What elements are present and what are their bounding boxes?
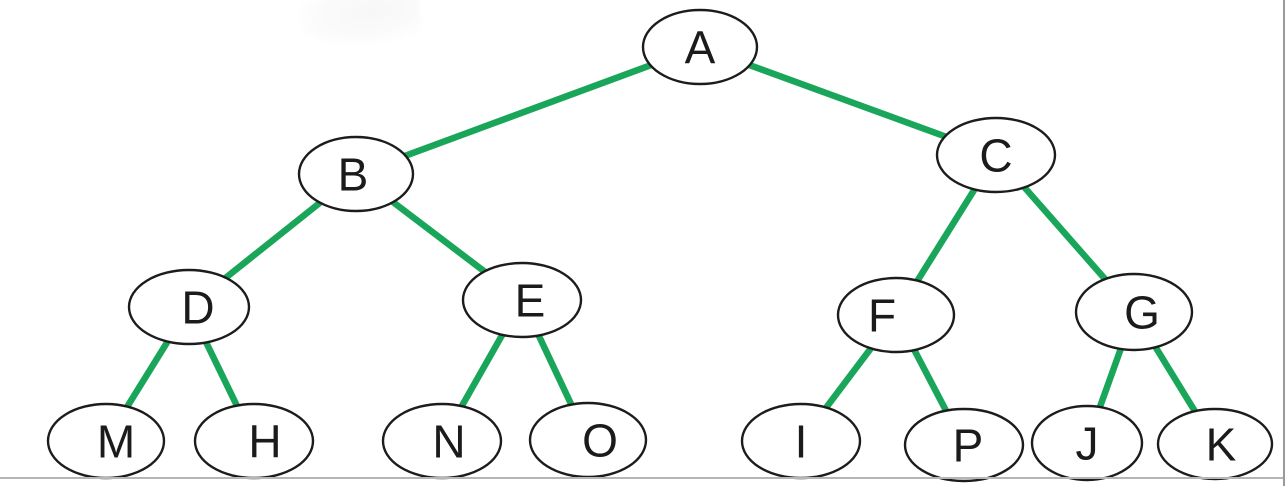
tree-edge-A-B <box>354 43 702 178</box>
node-label-E: E <box>515 275 546 327</box>
tree-node-E <box>461 261 583 339</box>
node-label-J: J <box>1076 418 1099 470</box>
tree-node-P <box>903 407 1025 483</box>
tree-node-B <box>297 135 415 213</box>
tree-node-F <box>836 276 956 354</box>
node-label-O: O <box>582 415 618 467</box>
right-border-line <box>1283 0 1285 486</box>
node-label-M: M <box>97 416 135 468</box>
tree-node-G <box>1074 272 1194 352</box>
tree-node-D <box>127 268 251 346</box>
node-label-G: G <box>1124 287 1160 339</box>
tree-node-C <box>935 116 1057 194</box>
node-label-K: K <box>1206 419 1237 471</box>
node-label-N: N <box>432 416 465 468</box>
node-label-A: A <box>685 22 716 74</box>
node-label-D: D <box>181 282 214 334</box>
tree-node-J <box>1030 404 1144 482</box>
node-label-F: F <box>868 290 896 342</box>
node-label-H: H <box>248 416 281 468</box>
node-label-P: P <box>953 420 984 472</box>
bottom-border-line <box>0 477 1285 479</box>
node-label-B: B <box>338 149 369 201</box>
node-label-C: C <box>979 130 1012 182</box>
node-label-I: I <box>795 416 808 468</box>
tree-node-A <box>641 8 759 86</box>
tree-node-K <box>1156 407 1274 481</box>
